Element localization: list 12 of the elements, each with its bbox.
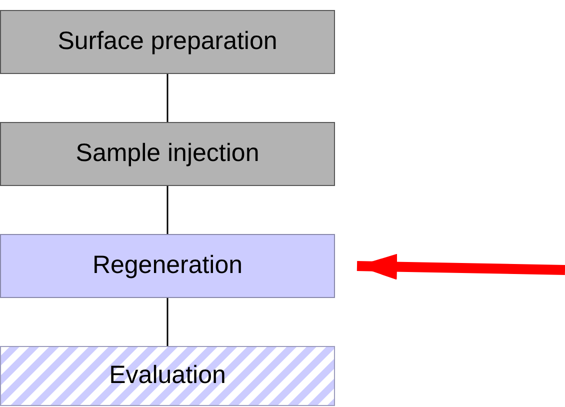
connector-line — [166, 186, 168, 234]
box-label: Surface preparation — [58, 26, 278, 58]
process-box — [0, 122, 335, 186]
connector-line — [166, 298, 168, 346]
connector-line — [166, 74, 168, 122]
thick-arrow — [356, 254, 565, 280]
process-box — [0, 234, 335, 298]
box-label: Sample injection — [76, 138, 260, 170]
process-box — [0, 10, 335, 74]
process-box — [0, 346, 335, 406]
box-label: Evaluation — [109, 360, 226, 392]
box-label: Regeneration — [92, 250, 243, 282]
